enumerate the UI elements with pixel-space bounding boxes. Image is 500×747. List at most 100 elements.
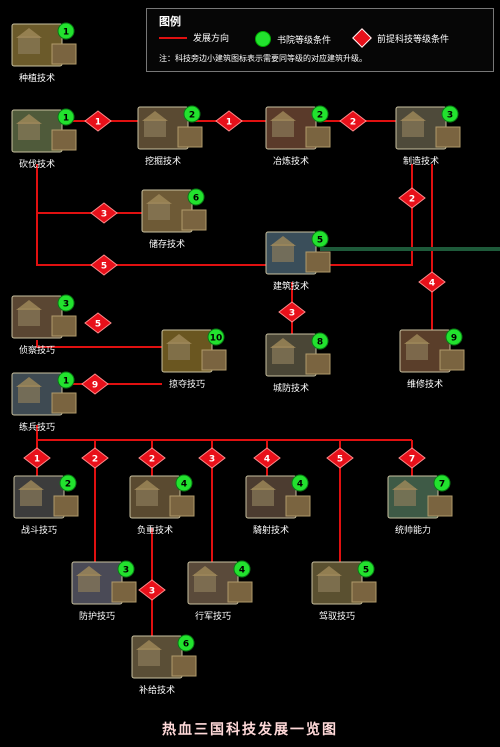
tile-detail: [18, 122, 40, 140]
prereq-level-value: 1: [95, 118, 101, 128]
direction-line-icon: [159, 36, 187, 39]
building-icon: [439, 349, 465, 371]
academy-level-badge: [57, 22, 75, 40]
tech-node-label: 练兵技巧: [19, 421, 55, 433]
tech-node-label: 砍伐技术: [19, 158, 55, 170]
academy-level-badge: [207, 328, 225, 346]
academy-level-badge: [183, 105, 201, 123]
prereq-scout-plunder: 5: [84, 312, 112, 334]
prereq-level-value: 5: [101, 262, 107, 272]
academy-level-value: 6: [183, 640, 189, 650]
tile-detail: [168, 342, 190, 360]
prereq-level-value: 4: [429, 279, 435, 289]
prereq-command: 7: [398, 447, 426, 469]
tile-detail: [272, 244, 294, 262]
tile-detail: [402, 119, 424, 137]
tile-roof: [76, 566, 102, 576]
red-diamond-icon: [398, 447, 426, 469]
tile-roof: [136, 640, 162, 650]
tech-node-label: 防护技巧: [79, 610, 115, 622]
legend-direction: 发展方向: [159, 31, 229, 44]
academy-level-value: 1: [63, 114, 69, 124]
prereq-manu-construct: 2: [398, 187, 426, 209]
tile-roof: [142, 111, 168, 121]
tech-node-label: 行军技巧: [195, 610, 231, 622]
tech-node-label: 冶炼技术: [273, 155, 309, 167]
building-icon: [201, 349, 227, 371]
red-diamond-icon: [215, 110, 243, 132]
prereq-construct-fort: 3: [278, 301, 306, 323]
building-icon: [51, 315, 77, 337]
academy-level-value: 4: [297, 480, 303, 490]
red-diamond-icon: [90, 254, 118, 276]
tile-roof: [166, 334, 192, 344]
building-icon: [305, 126, 331, 148]
tech-node-fortification[interactable]: 8 城防技术: [265, 332, 331, 394]
tile-roof: [16, 377, 42, 387]
building-icon: [111, 581, 137, 603]
tech-node-label: 城防技术: [273, 382, 309, 394]
prereq-level-value: 3: [101, 210, 107, 220]
tile-detail: [318, 574, 340, 592]
academy-level-value: 7: [439, 480, 445, 490]
academy-level-value: 5: [363, 566, 369, 576]
tile-roof: [250, 480, 276, 490]
prereq-smelt-manu: 2: [339, 110, 367, 132]
building-icon: [435, 126, 461, 148]
red-diamond-icon: [278, 301, 306, 323]
prereq-combat: 1: [23, 447, 51, 469]
tech-node-logging[interactable]: 1 砍伐技术: [11, 108, 77, 170]
academy-level-value: 8: [317, 338, 323, 348]
academy-level-badge: [57, 294, 75, 312]
red-diamond-icon: [84, 312, 112, 334]
prereq-supply: 3: [138, 579, 166, 601]
tech-node-label: 统帅能力: [395, 524, 431, 536]
tech-node-command[interactable]: 7 统帅能力: [387, 474, 453, 536]
academy-level-value: 9: [451, 334, 457, 344]
tech-node-label: 挖掘技术: [145, 155, 181, 167]
legend: 图例 发展方向 书院等级条件 前提科技等级条件 注：科技旁边小建筑图标表示需要同…: [146, 8, 494, 72]
academy-level-value: 4: [239, 566, 245, 576]
academy-level-badge: [445, 328, 463, 346]
tech-node-label: 掠夺技巧: [169, 378, 205, 390]
building-icon: [169, 495, 195, 517]
red-diamond-icon: [418, 271, 446, 293]
legend-title: 图例: [159, 15, 181, 28]
prereq-level-value: 5: [95, 320, 101, 330]
red-diamond-icon: [398, 187, 426, 209]
red-diamond-icon: [339, 110, 367, 132]
tile-roof: [270, 338, 296, 348]
tile-roof: [270, 236, 296, 246]
tile-detail: [18, 308, 40, 326]
tech-node-label: 建筑技术: [273, 280, 309, 292]
academy-level-value: 4: [181, 480, 187, 490]
prereq-riding: 5: [326, 447, 354, 469]
footer-title: 热血三国科技发展一览图: [162, 722, 338, 738]
tech-node-march[interactable]: 4 行军技巧: [187, 560, 253, 622]
tile-roof: [16, 28, 42, 38]
academy-level-value: 3: [63, 300, 69, 310]
prereq-march: 3: [198, 447, 226, 469]
tile-roof: [404, 334, 430, 344]
prereq-manu-repair: 4: [418, 271, 446, 293]
tile-detail: [272, 346, 294, 364]
